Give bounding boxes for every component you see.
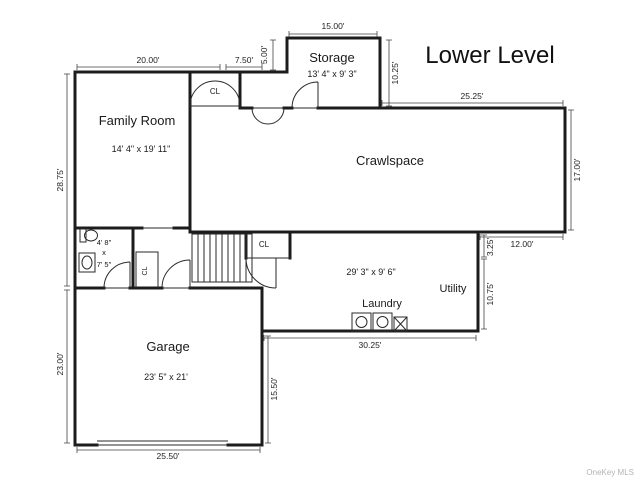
utility-sink-icon bbox=[393, 316, 408, 332]
laundry-appliances bbox=[351, 312, 408, 332]
crawlspace-door-arc-right bbox=[267, 107, 285, 125]
closet-door-arc-left bbox=[189, 80, 216, 107]
interior-walls bbox=[73, 70, 292, 290]
dim-crawl-width: 25.25' bbox=[461, 91, 484, 101]
family-room-label: Family Room bbox=[99, 113, 176, 128]
garage-entry-door-arc bbox=[161, 259, 191, 289]
dimline-left-upper bbox=[64, 73, 70, 287]
garage-label: Garage bbox=[146, 339, 189, 354]
closet-label-top: CL bbox=[210, 87, 221, 96]
door-openings bbox=[97, 80, 319, 446]
storage-room-size: 13' 4" x 9' 3" bbox=[307, 69, 356, 79]
utility-label: Utility bbox=[440, 283, 467, 295]
bathroom-length-label: 7' 5" bbox=[97, 260, 112, 269]
dim-storage-offset: 5.00' bbox=[259, 46, 269, 65]
dimline-left-lower bbox=[64, 289, 70, 444]
dimline-utility-height bbox=[481, 258, 487, 330]
dim-left-lower: 23.00' bbox=[55, 352, 65, 375]
laundry-area-size: 29' 3" x 9' 6" bbox=[346, 267, 395, 277]
garage-door-line bbox=[97, 440, 228, 446]
dim-family-width: 20.00' bbox=[137, 55, 160, 65]
dim-utility-width: 12.00' bbox=[511, 239, 534, 249]
crawlspace-door-arc-left bbox=[251, 107, 269, 125]
dimline-laundry-width bbox=[263, 335, 477, 341]
bathroom-sep-label: x bbox=[102, 248, 106, 257]
room-labels: Storage 13' 4" x 9' 3" Family Room 14' 4… bbox=[97, 50, 467, 382]
toilet-bowl-icon bbox=[84, 229, 98, 242]
dimline-garage-width bbox=[76, 447, 261, 453]
opening-threshold-lines bbox=[104, 105, 318, 289]
dim-left-upper: 28.75' bbox=[55, 168, 65, 191]
dim-storage-height: 10.25' bbox=[390, 61, 400, 84]
dim-garage-right: 15.50' bbox=[269, 377, 279, 400]
dimline-storage-height bbox=[386, 39, 392, 107]
dimline-utility-width bbox=[479, 234, 564, 240]
bathroom-width-label: 4' 8" bbox=[97, 238, 112, 247]
dryer-door-icon bbox=[376, 316, 389, 328]
dimline-crawl-width bbox=[381, 100, 564, 106]
dimline-storage-width bbox=[288, 31, 378, 37]
dimline-storage-offset bbox=[270, 39, 276, 71]
toilet-icon bbox=[79, 228, 87, 243]
dim-crawl-height: 17.00' bbox=[572, 158, 582, 181]
dimline-family-width bbox=[76, 64, 221, 70]
laundry-label: Laundry bbox=[362, 298, 402, 310]
dimline-crawl-height bbox=[568, 109, 574, 231]
dryer-icon bbox=[372, 312, 393, 332]
dimension-lines bbox=[64, 31, 574, 453]
dimension-labels: 15.00' 10.25' 20.00' 7.50' 5.00' 25.25' … bbox=[55, 21, 582, 461]
dim-storage-width: 15.00' bbox=[322, 21, 345, 31]
dimline-utility-step bbox=[481, 234, 487, 258]
hall-small-closet-outline bbox=[135, 251, 159, 288]
closet-label-small: CL bbox=[142, 266, 149, 275]
dim-entry-width: 7.50' bbox=[235, 55, 254, 65]
storage-door-arc bbox=[291, 81, 319, 109]
dim-laundry-width: 30.25' bbox=[359, 340, 382, 350]
watermark: OneKey MLS bbox=[586, 468, 634, 477]
garage-size: 23' 5" x 21' bbox=[144, 372, 188, 382]
sink-icon bbox=[78, 252, 96, 273]
sink-basin-icon bbox=[81, 255, 93, 270]
family-room-size: 14' 4" x 19' 11" bbox=[112, 144, 171, 154]
dim-utility-step: 3.25' bbox=[485, 238, 495, 257]
hall-closet-door-arc bbox=[245, 257, 277, 289]
utility-sink-cross-icon bbox=[393, 316, 408, 332]
dim-utility-height: 10.75' bbox=[485, 282, 495, 305]
bathroom-fixtures bbox=[78, 228, 98, 273]
dimline-garage-right bbox=[265, 335, 271, 444]
closet-label-hall: CL bbox=[259, 240, 270, 249]
storage-room-label: Storage bbox=[309, 50, 355, 65]
closet-door-arc-right bbox=[214, 80, 241, 107]
dimline-entry-width bbox=[225, 64, 263, 70]
stairs bbox=[191, 233, 253, 283]
dim-garage-width: 25.50' bbox=[157, 451, 180, 461]
crawlspace-label: Crawlspace bbox=[356, 153, 424, 168]
stairs-treads bbox=[197, 234, 247, 282]
washer-door-icon bbox=[355, 316, 368, 328]
page-title: Lower Level bbox=[425, 42, 554, 69]
washer-icon bbox=[351, 312, 372, 332]
bathroom-door-arc bbox=[103, 261, 131, 289]
